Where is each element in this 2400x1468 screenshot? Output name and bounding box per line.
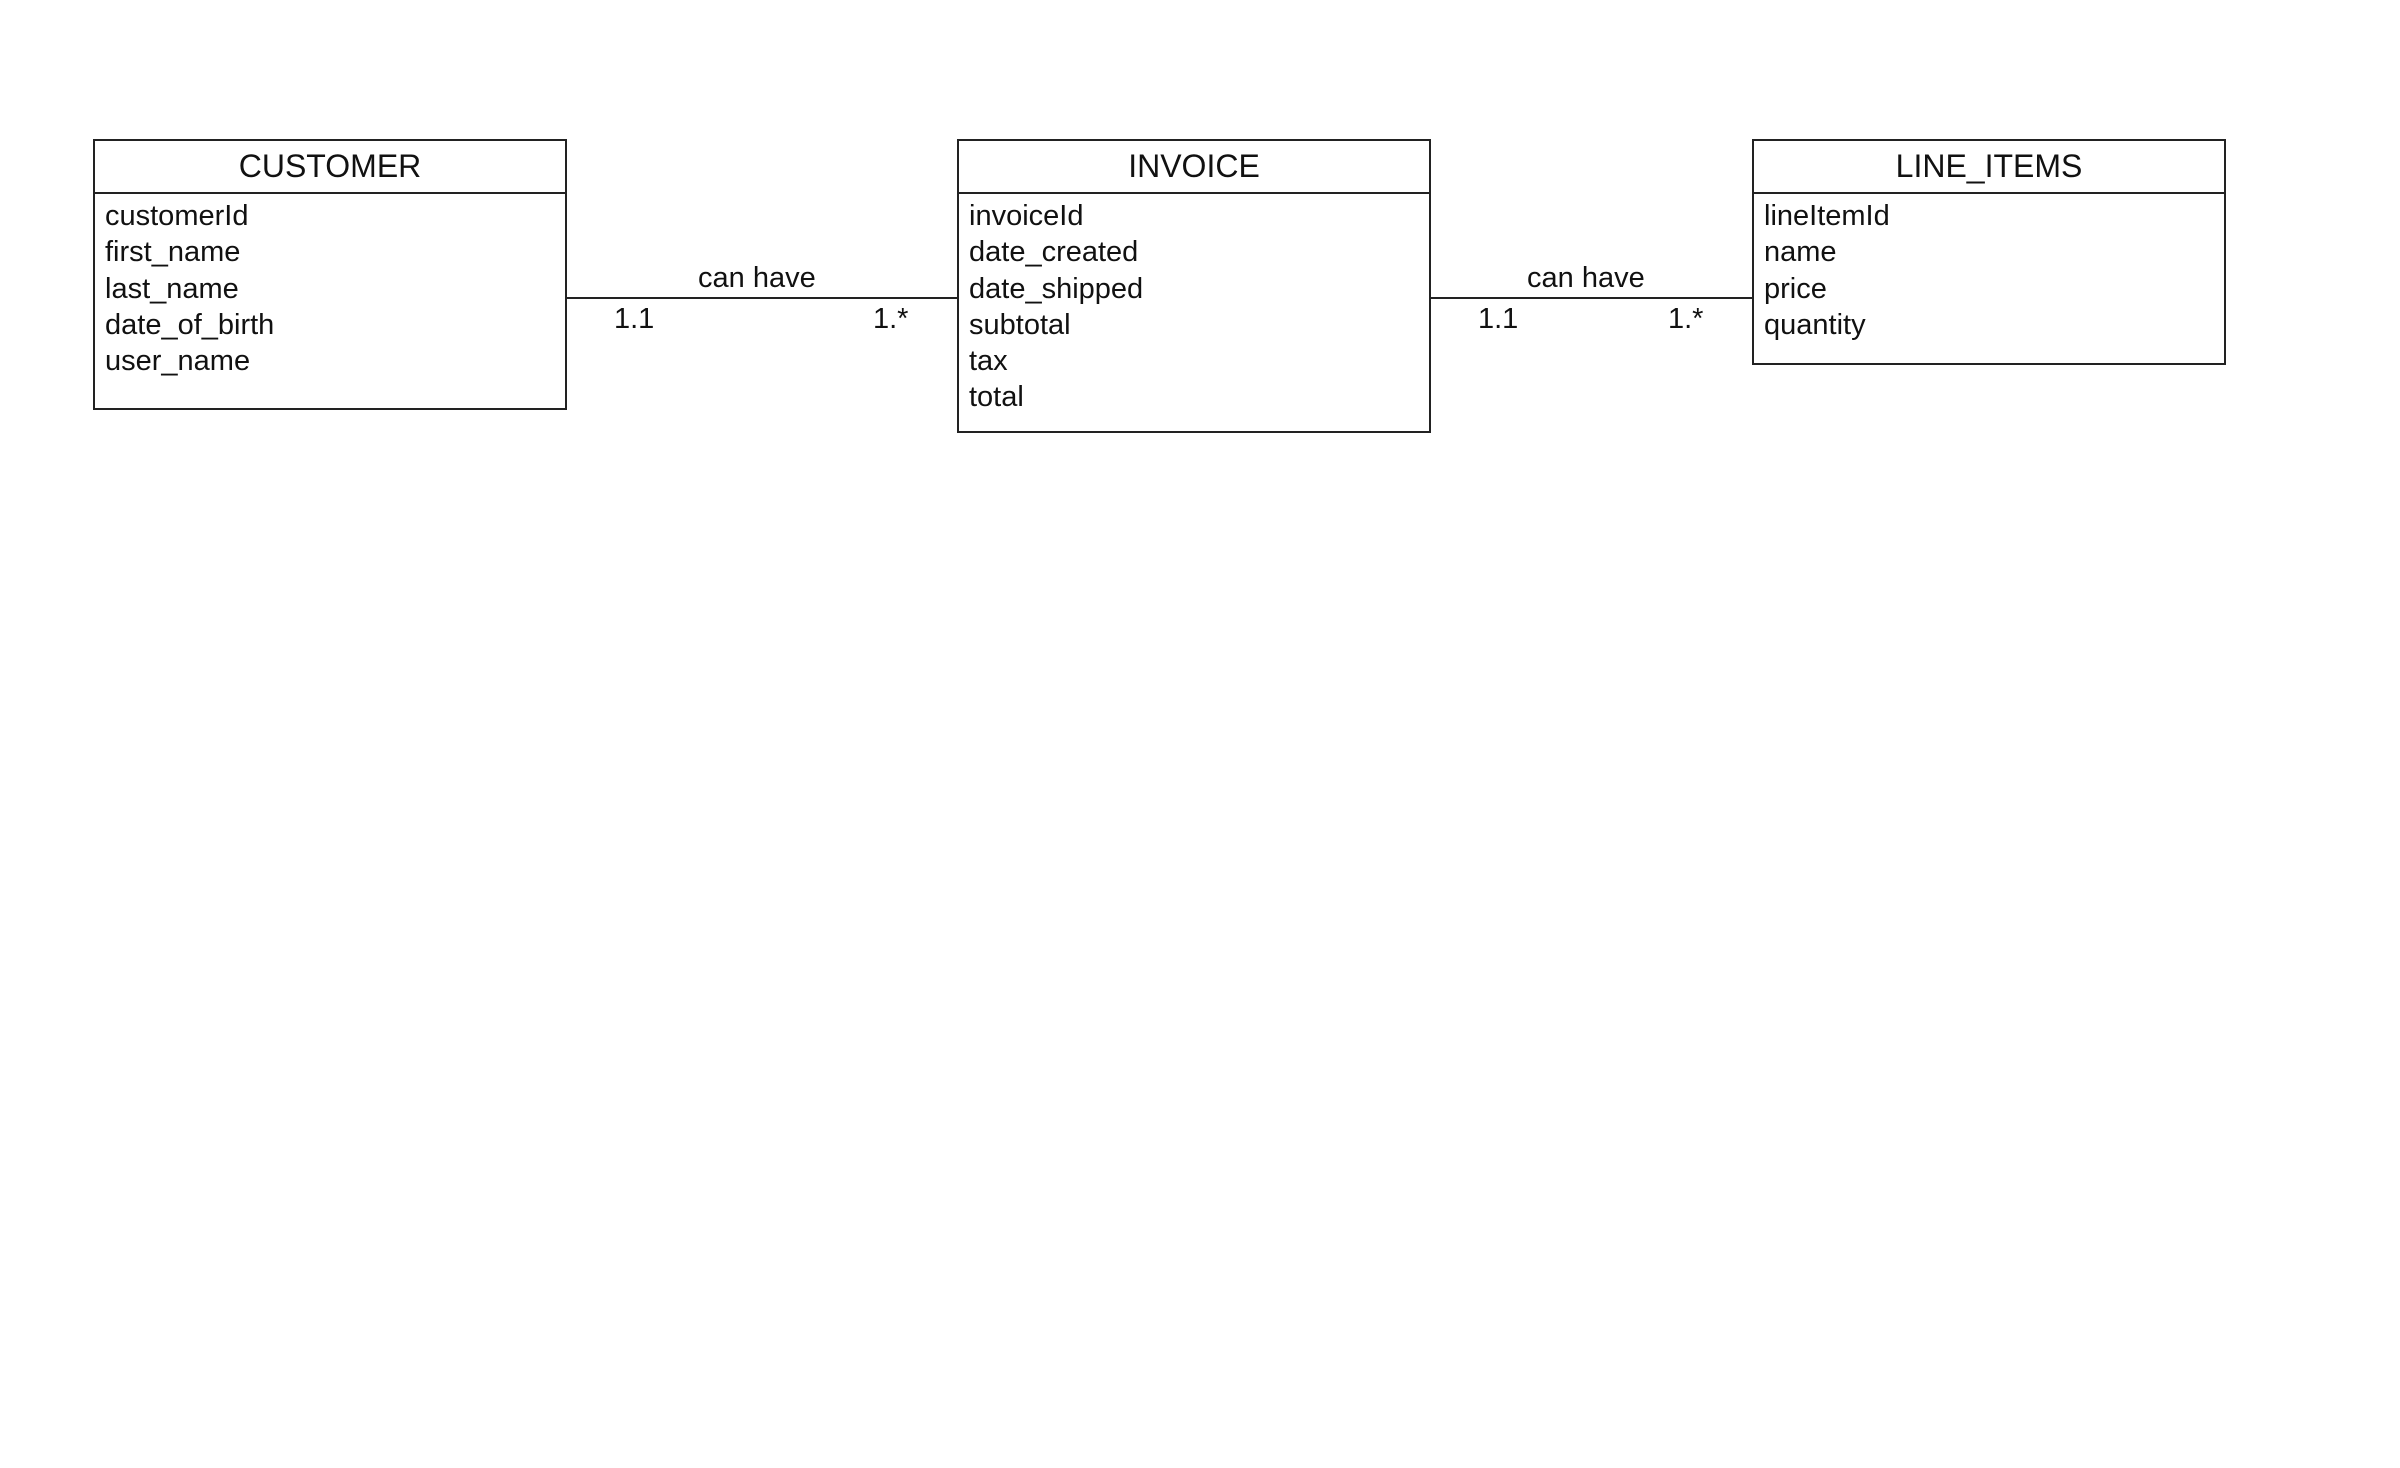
cardinality-line-items-side: 1.* (1668, 303, 1704, 335)
attribute-date-created: date_created (969, 236, 1139, 269)
cardinality-customer-side: 1.1 (614, 303, 655, 335)
attribute-first-name: first_name (105, 236, 241, 269)
cardinality-invoice-side: 1.* (873, 303, 909, 335)
entity-line-items[interactable]: LINE_ITEMS lineItemId name price quantit… (1752, 139, 2226, 365)
entity-line-items-title: LINE_ITEMS (1754, 141, 2224, 194)
attribute-tax: tax (969, 345, 1008, 378)
attribute-user-name: user_name (105, 345, 251, 378)
entity-customer-title: CUSTOMER (95, 141, 565, 194)
attribute-last-name: last_name (105, 272, 239, 305)
attribute-date-of-birth: date_of_birth (105, 308, 275, 341)
entity-invoice-attributes: invoiceId date_created date_shipped subt… (959, 194, 1429, 416)
entity-customer-attributes: customerId first_name last_name date_of_… (95, 194, 565, 379)
attribute-customerid: customerId (105, 200, 249, 232)
attribute-date-shipped: date_shipped (969, 272, 1144, 305)
attribute-subtotal: subtotal (969, 308, 1071, 341)
attribute-lineitemid: lineItemId (1764, 200, 1890, 232)
entity-line-items-attributes: lineItemId name price quantity (1754, 194, 2224, 343)
relationship-label-customer-invoice: can have (698, 262, 816, 294)
attribute-name: name (1764, 236, 1837, 269)
entity-customer[interactable]: CUSTOMER customerId first_name last_name… (93, 139, 567, 410)
entity-invoice-title: INVOICE (959, 141, 1429, 194)
attribute-quantity: quantity (1764, 308, 1866, 341)
attribute-price: price (1764, 272, 1827, 305)
entity-invoice[interactable]: INVOICE invoiceId date_created date_ship… (957, 139, 1431, 433)
relationship-label-invoice-line-items: can have (1527, 262, 1645, 294)
attribute-total: total (969, 381, 1024, 414)
cardinality-invoice-side-2: 1.1 (1478, 303, 1519, 335)
attribute-invoiceid: invoiceId (969, 200, 1084, 232)
